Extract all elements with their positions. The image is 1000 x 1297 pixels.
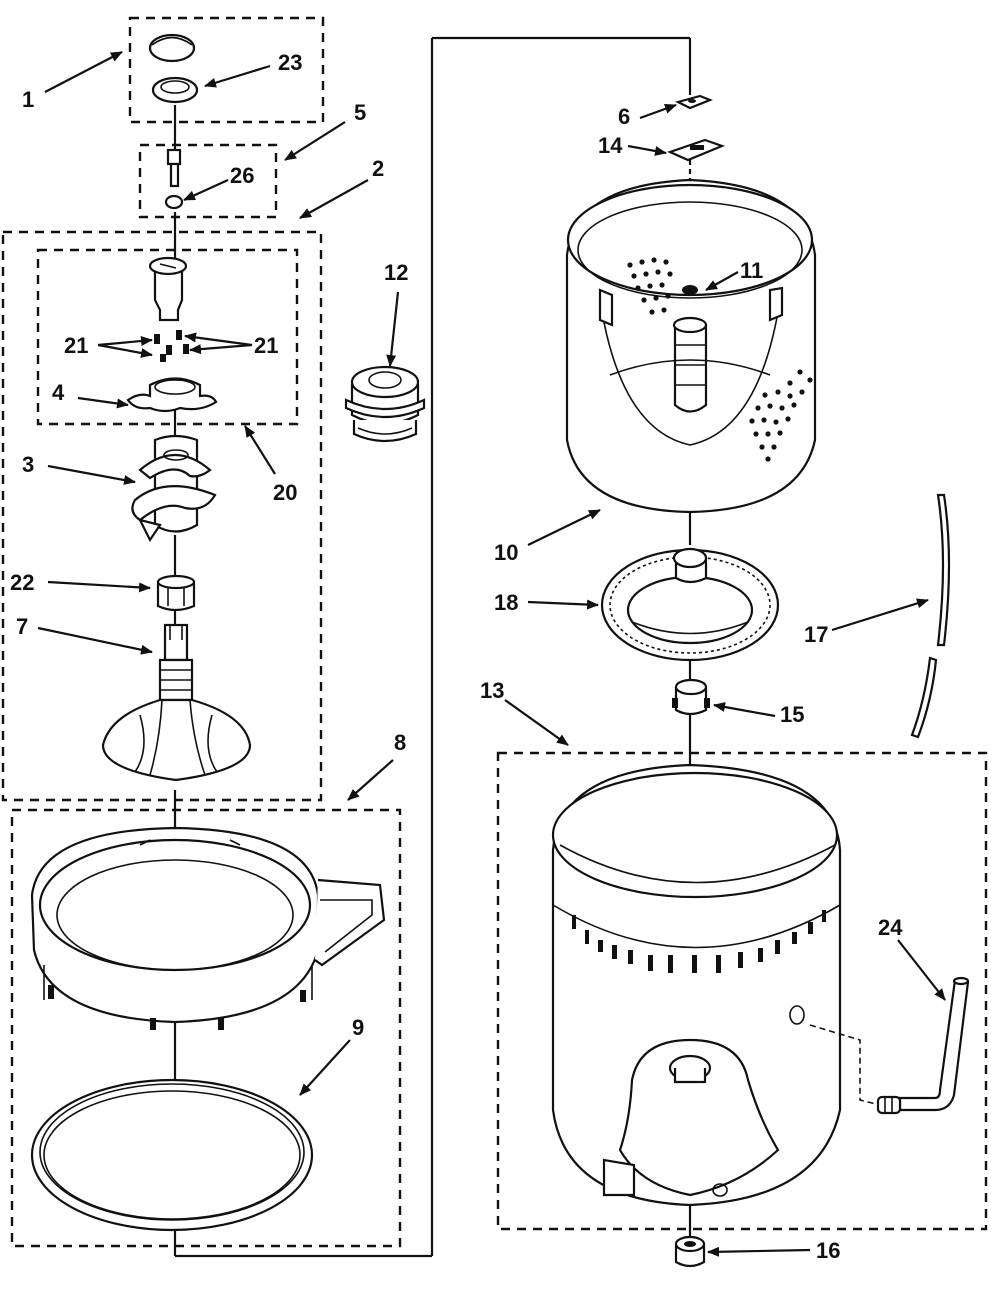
part-7-drive-bell	[101, 623, 252, 782]
label-11: 11	[740, 258, 763, 283]
label-18: 18	[494, 590, 518, 615]
part-8-tub-ring	[30, 826, 386, 1030]
part-6-clip	[674, 94, 713, 110]
group-box-5	[138, 143, 278, 219]
label-1: 1	[22, 87, 34, 112]
group-box-8	[10, 808, 402, 1248]
label-20: 20	[273, 480, 297, 505]
part-9-ring-seal	[30, 1078, 314, 1232]
label-17: 17	[804, 622, 828, 647]
label-7: 7	[16, 614, 28, 639]
part-17-hose	[910, 493, 951, 739]
label-6: 6	[618, 104, 630, 129]
label-12: 12	[384, 260, 408, 285]
label-14: 14	[598, 133, 623, 158]
part-16-nut	[674, 1235, 706, 1268]
group-box-13	[496, 751, 988, 1231]
label-2: 2	[372, 156, 384, 181]
label-15: 15	[780, 702, 804, 727]
part-24-drain-fitting	[809, 976, 970, 1115]
group-box-1	[128, 16, 325, 124]
part-20-agitator-cap	[148, 256, 188, 322]
part-21-dogs	[154, 330, 189, 362]
part-15-coupling	[672, 678, 710, 716]
part-4-cam	[126, 377, 218, 413]
label-4: 4	[52, 380, 65, 405]
part-14-bracket	[666, 138, 726, 162]
basket-holes-left	[627, 257, 673, 315]
label-22: 22	[10, 570, 34, 595]
label-21-right: 21	[254, 333, 278, 358]
part-12-seal	[344, 365, 426, 443]
part-22-bushing	[156, 574, 196, 612]
part-13-outer-tub	[551, 763, 842, 1207]
tub-slots	[572, 910, 826, 973]
part-26-bolt	[164, 148, 184, 210]
label-10: 10	[494, 540, 518, 565]
group-box-20	[36, 248, 299, 426]
label-16: 16	[816, 1238, 840, 1263]
basket-holes-right	[749, 369, 813, 462]
label-13: 13	[480, 678, 504, 703]
label-5: 5	[354, 100, 366, 125]
label-21-left: 21	[64, 333, 88, 358]
part-23-ring	[151, 76, 199, 104]
label-3: 3	[22, 452, 34, 477]
label-24: 24	[878, 915, 903, 940]
part-3-auger	[131, 434, 217, 543]
group-box-2	[1, 230, 323, 802]
part-1-cap	[148, 33, 196, 63]
part-18-hub	[600, 547, 780, 662]
label-8: 8	[394, 730, 406, 755]
label-9: 9	[352, 1015, 364, 1040]
label-26: 26	[230, 163, 254, 188]
leader-arrows	[37, 51, 946, 1257]
part-10-basket	[565, 178, 817, 514]
callout-labels: 1 23 5 26 2 21 21 4 3 20 22 7 12 8 9 6 1…	[10, 50, 903, 1263]
label-23: 23	[278, 50, 302, 75]
